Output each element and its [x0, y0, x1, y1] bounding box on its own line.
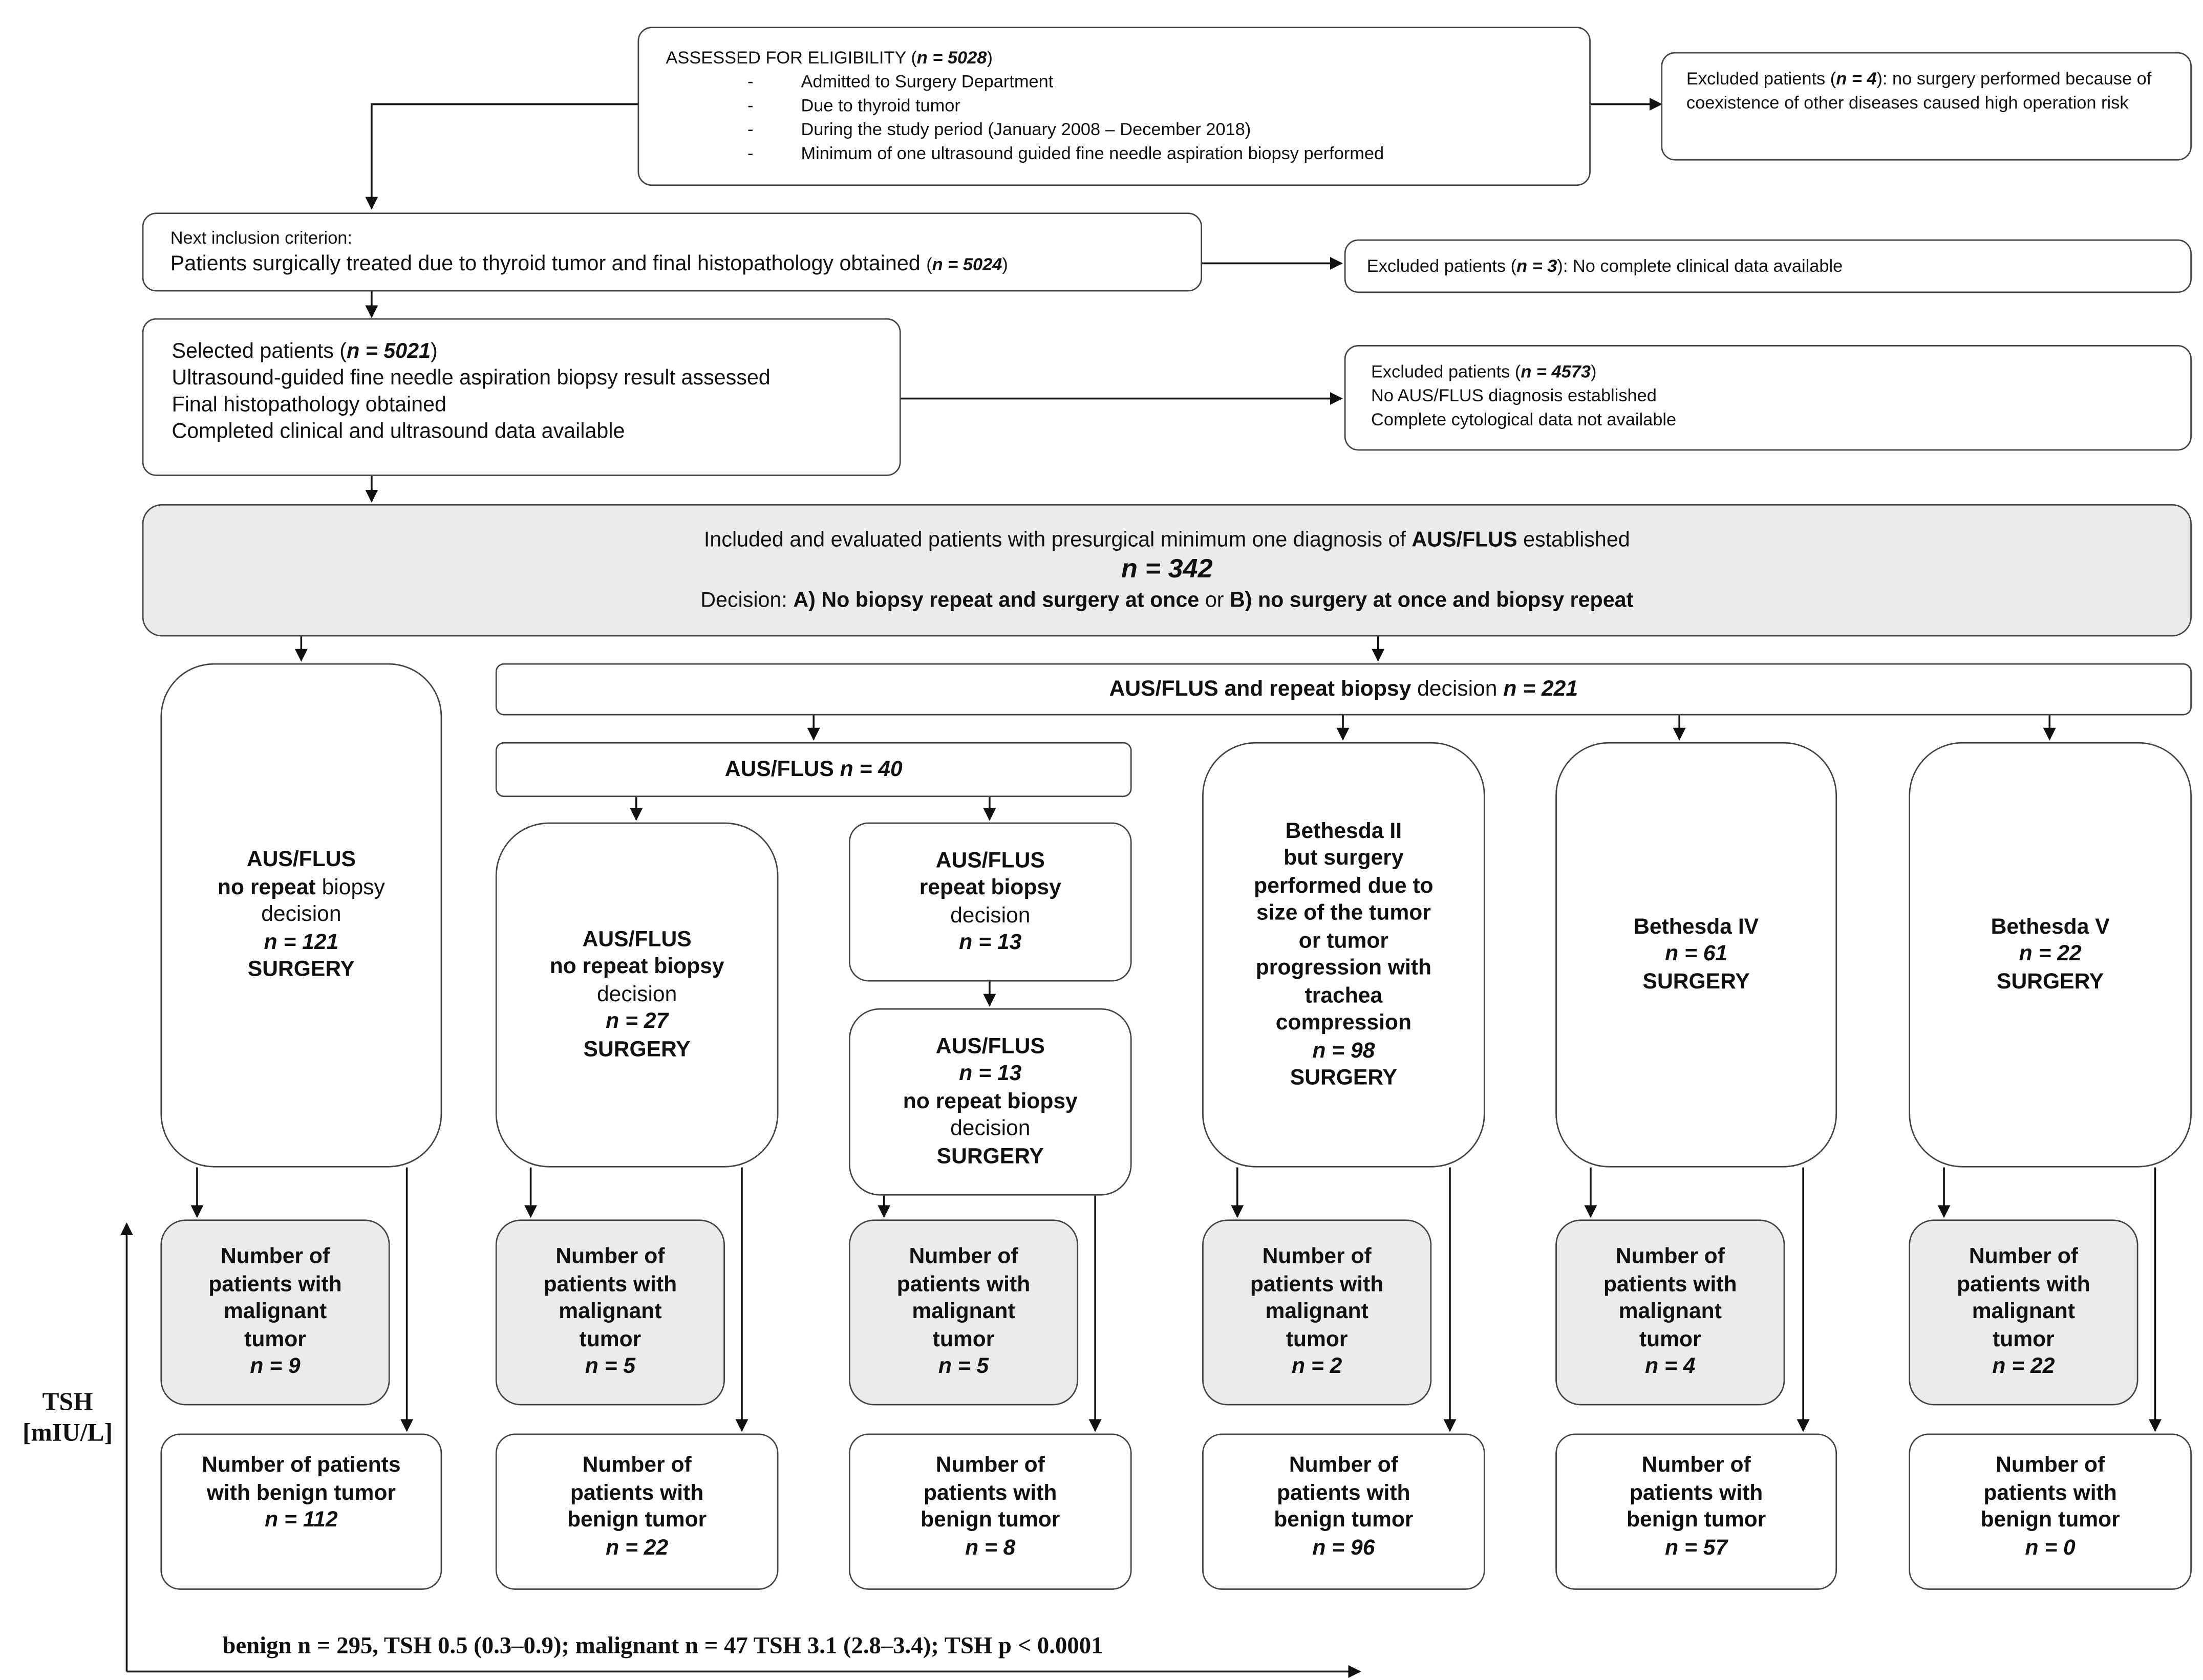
malignant-count-4: n = 2	[1291, 1355, 1342, 1379]
selected-line-biopsy: Ultrasound-guided fine needle aspiration…	[172, 366, 771, 391]
group5-count: n = 61	[1665, 942, 1728, 966]
exclusion1-count: n = 4	[1836, 69, 1877, 89]
exclusion3-line-2: Complete cytological data not available	[1371, 410, 1677, 430]
tsh-summary: benign n = 295, TSH 0.5 (0.3–0.9); malig…	[222, 1632, 1103, 1659]
group-no-repeat-27: AUS/FLUS no repeat biopsy decision n = 2…	[495, 822, 779, 1168]
decision-line: Decision: A) No biopsy repeat and surger…	[700, 588, 1634, 613]
selected-line-histopathology: Final histopathology obtained	[172, 393, 446, 417]
malignant-count-1: n = 9	[250, 1355, 301, 1379]
criterion-period: -During the study period (January 2008 –…	[747, 119, 1251, 140]
tsh-axis-label: TSH [mIU/L]	[22, 1387, 113, 1447]
inclusion-text: Patients surgically treated due to thyro…	[170, 252, 1008, 276]
group1-count: n = 121	[264, 930, 339, 955]
benign-count-6: n = 0	[2025, 1535, 2076, 1560]
exclusion-box-2: Excluded patients (n = 3): No complete c…	[1344, 239, 2192, 293]
criterion-thyroid: -Due to thyroid tumor	[747, 96, 960, 116]
exclusion2-count: n = 3	[1516, 256, 1557, 276]
group-no-repeat-13: AUS/FLUS n = 13 no repeat biopsy decisio…	[848, 1008, 1132, 1196]
exclusion3-line-1: No AUS/FLUS diagnosis established	[1371, 385, 1657, 406]
inclusion-count: n = 5024	[932, 254, 1002, 275]
inclusion-criterion-box: Next inclusion criterion: Patients surgi…	[142, 212, 1203, 292]
malignant-count-6: n = 22	[1992, 1355, 2055, 1379]
criterion-biopsy: -Minimum of one ultrasound guided fine n…	[747, 143, 1384, 164]
group-bethesda-v: Bethesda V n = 22 SURGERY	[1909, 742, 2192, 1168]
group6-count: n = 22	[2019, 942, 2082, 966]
malignant-count-5: n = 4	[1645, 1355, 1696, 1379]
group2-count: n = 27	[606, 1010, 669, 1034]
group-no-repeat-121: AUS/FLUS no repeat biopsy decision n = 1…	[160, 663, 442, 1168]
included-count: n = 342	[1121, 554, 1213, 585]
eligibility-count: n = 5028	[916, 48, 987, 68]
inclusion-heading: Next inclusion criterion:	[170, 228, 352, 248]
arrow-eligibility-to-inclusion	[365, 103, 638, 210]
group-bethesda-ii: Bethesda II but surgery performed due to…	[1202, 742, 1485, 1168]
group3a-count: n = 13	[959, 931, 1022, 955]
selected-patients-box: Selected patients (n = 5021) Ultrasound-…	[142, 318, 901, 476]
malignant-count-2: n = 5	[585, 1355, 636, 1379]
benign-count-2: n = 22	[606, 1535, 669, 1560]
group3b-count: n = 13	[959, 1062, 1022, 1086]
criterion-admitted: -Admitted to Surgery Department	[747, 72, 1054, 92]
eligibility-title: ASSESSED FOR ELIGIBILITY (n = 5028)	[666, 48, 993, 68]
eligibility-box: ASSESSED FOR ELIGIBILITY (n = 5028) -Adm…	[637, 27, 1591, 186]
benign-count-5: n = 57	[1665, 1535, 1728, 1560]
benign-count-1: n = 112	[265, 1508, 338, 1533]
included-line: Included and evaluated patients with pre…	[703, 528, 1630, 552]
benign-count-4: n = 96	[1312, 1535, 1375, 1560]
ausflus-40-box: AUS/FLUS n = 40	[495, 742, 1132, 798]
group-bethesda-iv: Bethesda IV n = 61 SURGERY	[1555, 742, 1837, 1168]
included-patients-box: Included and evaluated patients with pre…	[142, 504, 2192, 637]
selected-count: n = 5021	[347, 339, 431, 363]
exclusion-box-1: Excluded patients (n = 4): no surgery pe…	[1661, 52, 2192, 161]
malignant-count-3: n = 5	[938, 1355, 989, 1379]
repeat-biopsy-header: AUS/FLUS and repeat biopsy decision n = …	[495, 663, 2192, 716]
exclusion3-heading: Excluded patients (n = 4573)	[1371, 362, 1597, 382]
exclusion-box-3: Excluded patients (n = 4573) No AUS/FLUS…	[1344, 344, 2192, 451]
group-repeat-biopsy-13: AUS/FLUS repeat biopsy decision n = 13	[848, 822, 1132, 982]
selected-line-clinical: Completed clinical and ultrasound data a…	[172, 419, 625, 444]
selected-heading: Selected patients (n = 5021)	[172, 339, 438, 363]
benign-count-3: n = 8	[965, 1535, 1016, 1560]
ausflus40-count: n = 40	[840, 757, 903, 782]
group4-count: n = 98	[1312, 1038, 1375, 1063]
exclusion3-count: n = 4573	[1521, 362, 1591, 382]
repeat-count: n = 221	[1503, 677, 1578, 701]
